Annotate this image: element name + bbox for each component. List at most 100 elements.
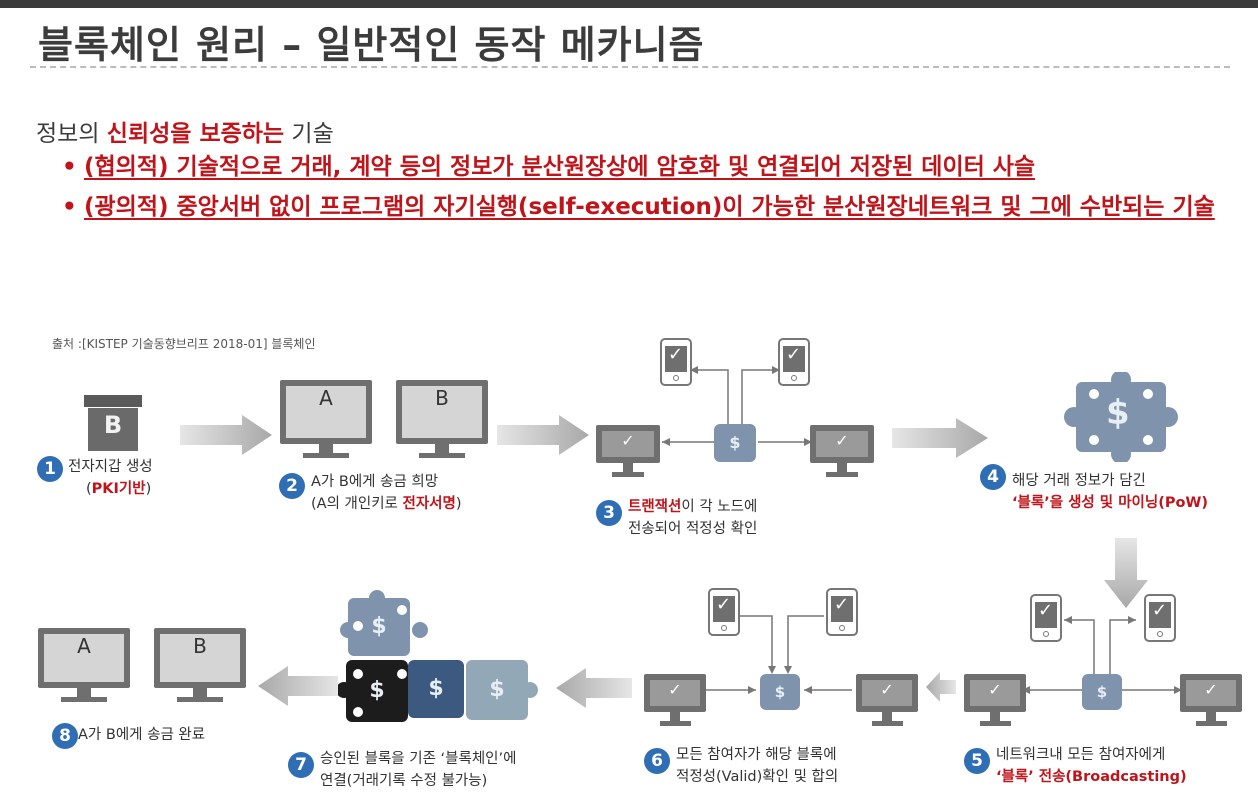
monitor-node: ✓: [810, 425, 874, 477]
monitor-node: ✓: [644, 674, 706, 726]
step-6-caption: 모든 참여자가 해당 블록에 적정성(Valid)확인 및 합의: [676, 744, 838, 788]
dollar-icon: $: [1096, 683, 1108, 701]
flow-arrow-left-icon: [258, 666, 338, 706]
dollar-icon: $: [369, 678, 385, 703]
phone-node-icon: [826, 588, 858, 636]
phone-node-icon: [778, 338, 810, 386]
step-5-line1: 네트워크내 모든 참여자에게: [996, 747, 1166, 763]
broadcast-lines: [1022, 616, 1182, 694]
step-2-caption: A가 B에게 송금 희망 (A의 개인키로 전자서명): [311, 471, 462, 515]
check-icon: ✓: [602, 431, 654, 457]
check-icon: ✓: [1186, 680, 1236, 706]
step-4-line1: 해당 거래 정보가 담긴: [1012, 473, 1146, 489]
monitor-node: ✓: [1180, 674, 1242, 726]
check-icon: ✓: [786, 344, 802, 365]
step-4-highlight: ‘블록’을 생성 및 마이닝(PoW): [1012, 495, 1209, 511]
flow-arrow-right-icon: [180, 415, 272, 455]
step-2-highlight: 전자서명: [402, 496, 456, 512]
phone-node-icon: [1144, 594, 1176, 642]
step-number-8: 8: [52, 723, 78, 749]
puzzle-knobs-icon: [336, 590, 538, 717]
step-number-7: 7: [288, 752, 314, 778]
dollar-icon: $: [774, 683, 786, 701]
check-icon: ✓: [862, 680, 912, 706]
subtitle-post: 기술: [284, 121, 334, 147]
check-icon: ✓: [816, 431, 868, 457]
subtitle-highlight: 신뢰성을 보증하는: [106, 121, 285, 147]
step-7-line1: 승인된 블록을 기존 ‘블록체인’에: [320, 751, 517, 767]
monitor-b: B: [396, 380, 488, 458]
monitor-label-b: B: [402, 386, 482, 438]
bitcoin-icon: B: [103, 411, 123, 439]
dollar-icon: $: [489, 677, 505, 702]
flow-arrow-down-icon: [1104, 538, 1148, 608]
step-number-5: 5: [964, 748, 990, 774]
monitor-b: B: [154, 628, 246, 702]
bullet-text: (광의적) 중앙서버 없이 프로그램의 자기실행(self-execution)…: [84, 194, 1215, 220]
subtitle-pre: 정보의: [36, 121, 107, 147]
consensus-lines: [704, 615, 852, 694]
paren-open: (: [86, 481, 92, 497]
step-number-2: 2: [279, 473, 305, 499]
step-number-1: 1: [37, 456, 63, 482]
monitor-label-a: A: [44, 634, 124, 682]
step-6-line2: 적정성(Valid)확인 및 합의: [676, 769, 839, 785]
monitor-node: ✓: [856, 674, 918, 726]
monitor-node: ✓: [596, 425, 660, 477]
step-number-6: 6: [644, 748, 670, 774]
step-number-3: 3: [596, 500, 622, 526]
step-3-highlight: 트랜잭션: [628, 499, 682, 515]
flow-arrow-left-icon: [556, 668, 632, 708]
monitor-node: ✓: [964, 674, 1026, 726]
step-5-caption: 네트워크내 모든 참여자에게 ‘블록’ 전송(Broadcasting): [996, 744, 1187, 788]
check-icon: ✓: [650, 680, 700, 706]
monitor-a: A: [38, 628, 130, 702]
monitor-a: A: [280, 380, 372, 458]
check-icon: ✓: [668, 344, 684, 365]
chain-block-navy-icon: $: [408, 660, 464, 718]
step-3-line2: 전송되어 적정성 확인: [628, 521, 758, 537]
flow-arrow-left-icon: [926, 672, 956, 702]
phone-node-icon: [708, 588, 740, 636]
check-icon: ✓: [834, 594, 850, 615]
step-4-caption: 해당 거래 정보가 담긴 ‘블록’을 생성 및 마이닝(PoW): [1012, 470, 1208, 514]
puzzle-block-icon: $: [760, 674, 800, 710]
top-bar: [0, 0, 1258, 8]
step-6-line1: 모든 참여자가 해당 블록에: [676, 747, 837, 763]
wallet-box-icon: B: [84, 395, 142, 451]
step-2-line2-pre: (A의 개인키로: [311, 496, 403, 512]
step-8-line1: A가 B에게 송금 완료: [78, 727, 206, 743]
check-icon: ✓: [1038, 600, 1054, 621]
page-title: 블록체인 원리 – 일반적인 동작 메카니즘: [38, 23, 705, 67]
step-8-caption: A가 B에게 송금 완료: [78, 724, 205, 746]
step-number-4: 4: [980, 464, 1006, 490]
check-icon: ✓: [1152, 600, 1168, 621]
puzzle-block-icon: $: [1082, 674, 1122, 710]
network-lines: [662, 366, 812, 446]
step-3-caption: 트랜잭션이 각 노드에 전송되어 적정성 확인: [628, 496, 757, 540]
subtitle: 정보의 신뢰성을 보증하는 기술: [36, 114, 334, 148]
bullet-text: (협의적) 기술적으로 거래, 계약 등의 정보가 분산원장상에 암호화 및 연…: [84, 154, 1036, 180]
bullet-broad-definition: •(광의적) 중앙서버 없이 프로그램의 자기실행(self-execution…: [62, 194, 1215, 220]
puzzle-transaction-icon: $: [714, 424, 756, 462]
check-icon: ✓: [970, 680, 1020, 706]
bullet-narrow-definition: •(협의적) 기술적으로 거래, 계약 등의 정보가 분산원장상에 암호화 및 …: [62, 154, 1036, 180]
monitor-label-a: A: [286, 386, 366, 438]
step-1-highlight: PKI기반: [91, 481, 146, 497]
dollar-icon: $: [371, 614, 387, 639]
step-2-line1: A가 B에게 송금 희망: [311, 474, 439, 490]
check-icon: ✓: [716, 594, 732, 615]
step-3-line1-post: 이 각 노드에: [681, 499, 758, 515]
paren-close: ): [145, 481, 152, 497]
dollar-icon: $: [729, 433, 741, 452]
flow-arrow-right-icon: [497, 415, 589, 455]
dollar-icon: $: [1106, 393, 1130, 433]
block-puzzle-icon: [1064, 372, 1178, 462]
paren-close: ): [455, 496, 462, 512]
phone-node-icon: [1030, 594, 1062, 642]
step-1-line1: 전자지갑 생성: [68, 459, 153, 475]
dollar-icon: $: [428, 676, 444, 701]
flow-arrow-right-icon: [892, 418, 988, 458]
monitor-label-b: B: [160, 634, 240, 682]
step-7-caption: 승인된 블록을 기존 ‘블록체인’에 연결(거래기록 수정 불가능): [320, 748, 516, 792]
